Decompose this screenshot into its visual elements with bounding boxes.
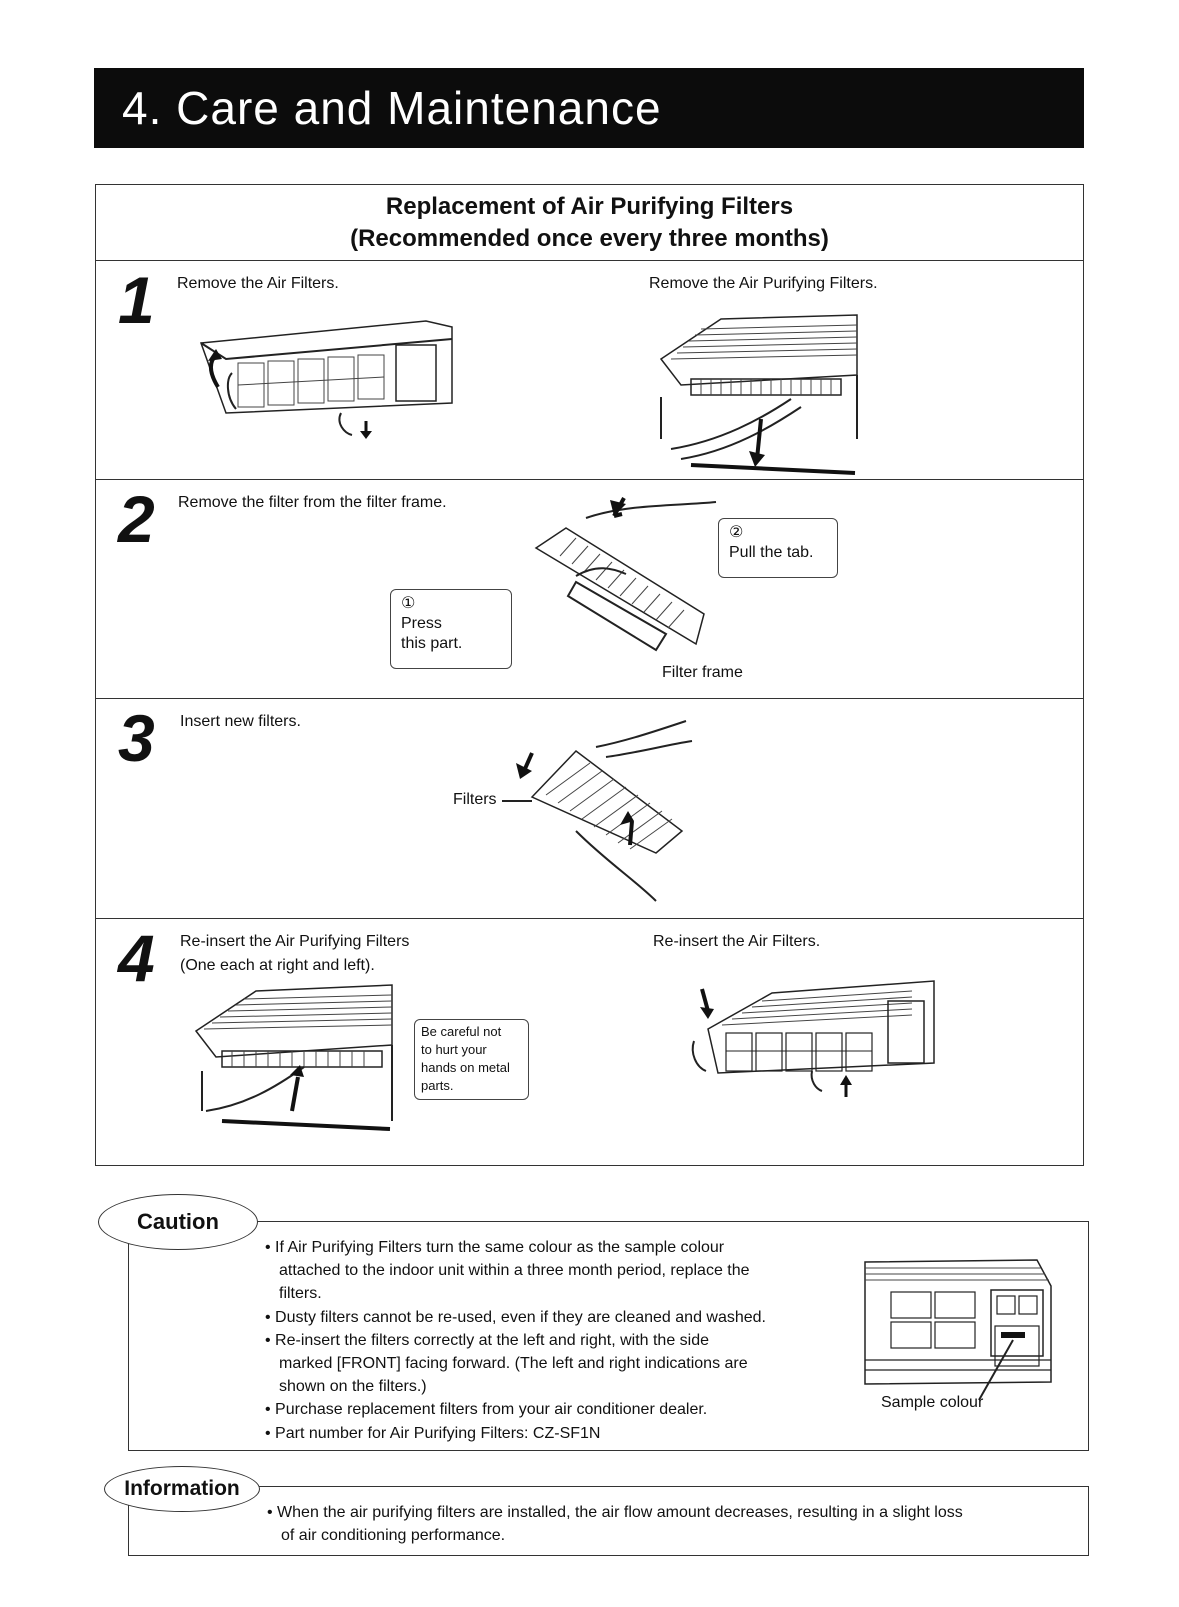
page-header: 4. Care and Maintenance <box>94 68 1084 148</box>
caution-box: If Air Purifying Filters turn the same c… <box>128 1221 1089 1451</box>
warning-line1: Be careful not <box>421 1024 502 1039</box>
caution-item: If Air Purifying Filters turn the same c… <box>265 1236 825 1306</box>
pull-tab-marker: ② <box>729 524 744 541</box>
information-item: When the air purifying filters are insta… <box>267 1501 1079 1547</box>
page-title: 4. Care and Maintenance <box>122 82 662 134</box>
warning-line3: hands on metal <box>421 1060 510 1075</box>
press-part-line1: Press <box>401 615 442 632</box>
step-3-text: Insert new filters. <box>180 713 301 730</box>
press-part-marker: ① <box>401 595 416 612</box>
warning-line2: to hurt your <box>421 1042 487 1057</box>
purifying-filter-removal-illustration <box>659 314 858 475</box>
reinsert-purifying-filters-illustration <box>194 984 393 1131</box>
caution-list: If Air Purifying Filters turn the same c… <box>265 1236 825 1445</box>
replacement-section: Replacement of Air Purifying Filters (Re… <box>95 184 1084 1166</box>
sample-colour-label: Sample colour <box>881 1394 984 1411</box>
pull-tab-callout: ② Pull the tab. <box>718 518 838 578</box>
information-box: When the air purifying filters are insta… <box>128 1486 1089 1556</box>
section-title: Replacement of Air Purifying Filters <box>385 193 794 220</box>
information-list: When the air purifying filters are insta… <box>267 1501 1079 1547</box>
filters-label: Filters <box>453 791 497 808</box>
step-4-right-text: Re-insert the Air Filters. <box>653 933 821 950</box>
filter-frame-label: Filter frame <box>662 664 743 681</box>
caution-item: Re-insert the filters correctly at the l… <box>265 1329 825 1399</box>
step-2: 2 Remove the filter from the filter fram… <box>96 480 1083 699</box>
warning-line4: parts. <box>421 1078 454 1093</box>
step-3: 3 Insert new filters. Filters <box>96 699 1083 919</box>
section-subtitle: (Recommended once every three months) <box>350 225 829 252</box>
insert-filters-illustration <box>502 720 693 902</box>
air-filter-removal-illustration <box>199 320 453 439</box>
sample-colour-unit-illustration <box>864 1259 1052 1401</box>
step-number: 4 <box>118 921 155 995</box>
section-header: Replacement of Air Purifying Filters (Re… <box>96 185 1083 261</box>
step-1-left-text: Remove the Air Filters. <box>177 275 339 292</box>
information-heading: Information <box>104 1466 260 1512</box>
step-number: 1 <box>118 263 155 337</box>
caution-item: Purchase replacement filters from your a… <box>265 1398 825 1421</box>
caution-item: Dusty filters cannot be re-used, even if… <box>265 1306 825 1329</box>
step-4-left-line1: Re-insert the Air Purifying Filters <box>180 933 410 950</box>
step-2-text: Remove the filter from the filter frame. <box>178 494 447 511</box>
reinsert-air-filters-illustration <box>691 980 935 1097</box>
step-1-right-text: Remove the Air Purifying Filters. <box>649 275 878 292</box>
caution-heading: Caution <box>98 1194 258 1250</box>
step-number: 2 <box>118 482 155 556</box>
pull-tab-text: Pull the tab. <box>729 544 814 561</box>
step-1: 1 Remove the Air Filters. Remove the Air… <box>96 261 1083 480</box>
filter-frame-illustration <box>534 497 717 652</box>
press-part-callout: ① Press this part. <box>390 589 512 669</box>
step-4-left-line2: (One each at right and left). <box>180 957 375 974</box>
step-number: 3 <box>118 701 155 775</box>
metal-parts-warning-callout: Be careful not to hurt your hands on met… <box>414 1019 529 1100</box>
step-4: 4 Re-insert the Air Purifying Filters (O… <box>96 919 1083 1167</box>
press-part-line2: this part. <box>401 635 463 652</box>
caution-item: Part number for Air Purifying Filters: C… <box>265 1422 825 1445</box>
